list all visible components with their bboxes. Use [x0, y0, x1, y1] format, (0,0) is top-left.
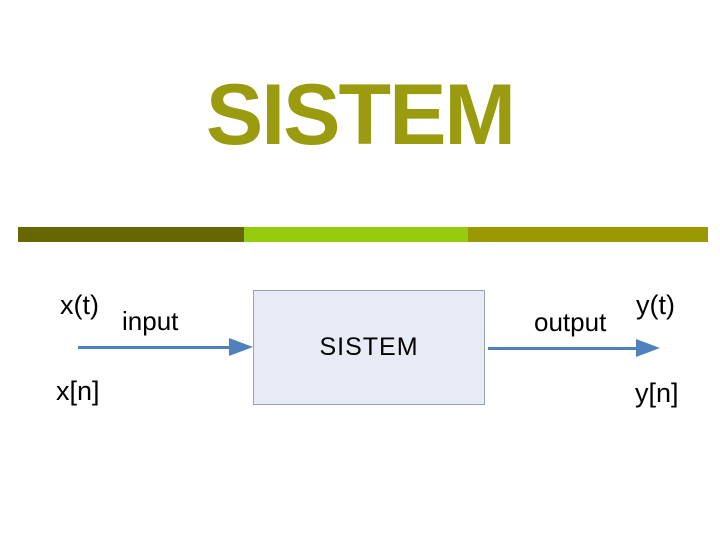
input-arrow-head-icon: [229, 338, 253, 356]
divider-segment-bright-green: [244, 227, 468, 242]
divider-segment-olive: [468, 227, 708, 242]
output-arrow-head-icon: [636, 339, 660, 357]
input-arrow-icon: [78, 338, 253, 356]
output-label: output: [534, 307, 607, 337]
input-signal-discrete-label: x[n]: [56, 376, 100, 406]
input-signal-continuous-label: x(t): [60, 290, 99, 320]
output-signal-continuous-label: y(t): [636, 290, 675, 320]
output-signal-discrete-label: y[n]: [635, 378, 679, 408]
input-arrow-shaft: [78, 346, 231, 349]
divider-segment-dark-olive: [18, 227, 244, 242]
page-title: SISTEM: [205, 67, 516, 163]
output-arrow-icon: [488, 339, 660, 357]
system-box: SISTEM: [253, 290, 485, 405]
system-box-label: SISTEM: [319, 333, 419, 361]
input-label: input: [122, 306, 179, 336]
divider-bar: [18, 227, 708, 242]
output-arrow-shaft: [488, 347, 638, 350]
